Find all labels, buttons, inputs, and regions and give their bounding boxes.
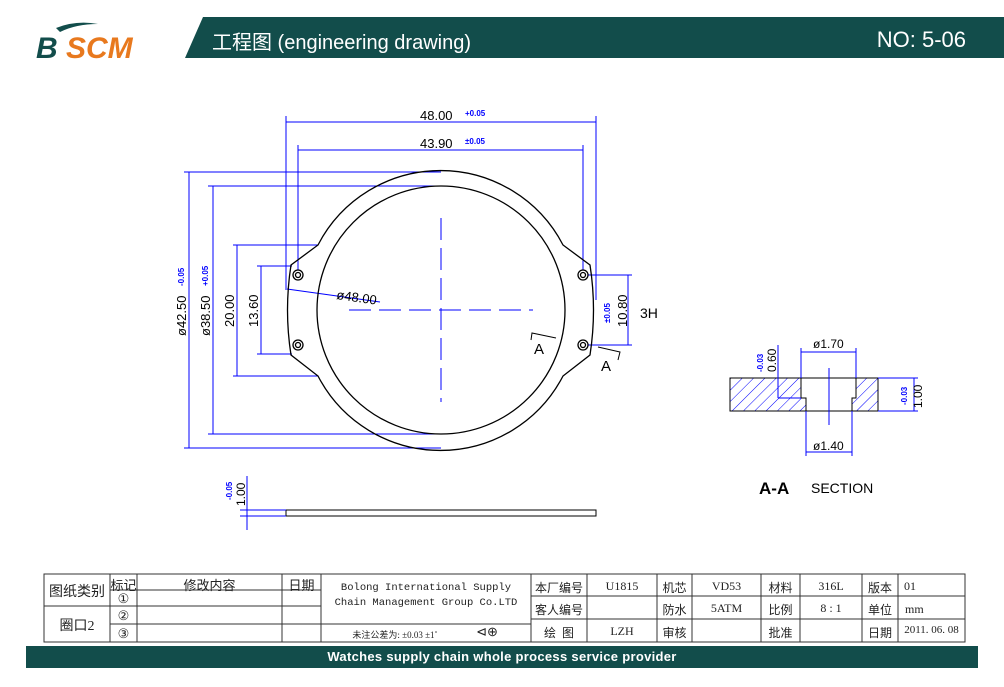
scale: 8 : 1: [820, 601, 842, 615]
material-label: 材料: [768, 581, 793, 595]
tol-4390: ±0.05: [465, 137, 486, 146]
company-line2: Chain Management Group Co.LTD: [334, 597, 518, 609]
dimension-lines: [184, 116, 632, 449]
title-block-grid: [43, 573, 966, 643]
footer-slogan: Watches supply chain whole process servi…: [26, 646, 978, 668]
projection-symbol-icon: ⊲⊕: [476, 624, 498, 639]
unit-label: 单位: [867, 603, 892, 617]
tol-48: +0.05: [465, 109, 486, 118]
approve-label: 批准: [768, 626, 793, 640]
sec-100: 1.00: [911, 384, 925, 408]
dim-1360: 13.60: [246, 294, 261, 327]
mark-label: 标记: [110, 578, 137, 593]
tol-3850: +0.05: [201, 265, 210, 286]
svg-text:B: B: [36, 32, 58, 62]
svg-text:SCM: SCM: [66, 32, 134, 62]
date2: 2011. 06. 08: [904, 624, 959, 636]
date-label: 日期: [288, 578, 315, 593]
water: 5ATM: [710, 601, 743, 615]
holes-count: 3H: [640, 305, 658, 321]
tol-4250: -0.05: [177, 267, 186, 286]
date2-label: 日期: [867, 626, 892, 640]
movement-label: 机芯: [662, 581, 687, 595]
version-label: 版本: [867, 581, 892, 595]
review-label: 审核: [662, 626, 687, 640]
company-line1: Bolong International Supply: [340, 582, 512, 594]
dim-20: 20.00: [222, 294, 237, 327]
sec-060: 0.60: [765, 348, 779, 372]
sec-100-tol: -0.03: [900, 386, 909, 405]
movement: VD53: [711, 579, 742, 593]
side-view: [285, 509, 597, 517]
mark-3: ③: [117, 626, 130, 641]
section-label-bold: A-A: [759, 479, 789, 498]
dim-3850: ø38.50: [198, 296, 213, 336]
tol-1080: ±0.05: [603, 302, 612, 323]
page-title: 工程图 (engineering drawing): [212, 32, 472, 54]
sec-060-tol: -0.03: [756, 353, 765, 372]
side-thickness: 1.00: [234, 482, 248, 506]
mark-2: ②: [117, 608, 130, 623]
dim-48: 48.00: [420, 108, 453, 123]
category-label: 图纸类别: [49, 585, 105, 600]
header-band: [185, 17, 1004, 58]
dim-diam48: ø48.00: [336, 287, 378, 307]
section-markers: [530, 332, 621, 361]
bscm-logo: B SCM: [36, 22, 134, 62]
drawn-by: LZH: [610, 624, 634, 638]
factory-no: U1815: [605, 579, 639, 593]
sec-170: ø1.70: [813, 337, 844, 351]
section-mark-a2: A: [601, 358, 611, 375]
scale-label: 比例: [768, 603, 793, 617]
change-label: 修改内容: [183, 578, 236, 593]
water-label: 防水: [662, 603, 687, 617]
unit: mm: [905, 602, 924, 616]
factory-no-label: 本厂编号: [534, 581, 583, 595]
bezel-outline: [286, 169, 595, 452]
dim-4390: 43.90: [420, 136, 453, 151]
technical-drawing: 48.00 +0.05 43.90 ±0.05 ø42.50 -0.05 ø38…: [174, 108, 925, 530]
drawing-number: NO: 5-06: [876, 27, 966, 52]
section-label: SECTION: [811, 480, 873, 496]
sec-140: ø1.40: [813, 439, 844, 453]
dim-4250: ø42.50: [174, 296, 189, 336]
section-view: ø1.70 ø1.40 0.60 -0.03 1.00 -0.03: [729, 337, 925, 456]
tolerance-note: 未注公差为: ±0.03 ±1˚: [352, 630, 438, 640]
side-tol: -0.05: [225, 481, 234, 500]
customer-no-label: 客人编号: [534, 603, 583, 617]
mark-1: ①: [117, 591, 130, 606]
drawn-label: 绘 图: [543, 626, 574, 640]
material: 316L: [818, 579, 844, 593]
dim-1080: 10.80: [615, 294, 630, 327]
version: 01: [904, 579, 916, 593]
section-mark-a1: A: [534, 341, 544, 358]
category-value: 圈口2: [59, 619, 95, 634]
